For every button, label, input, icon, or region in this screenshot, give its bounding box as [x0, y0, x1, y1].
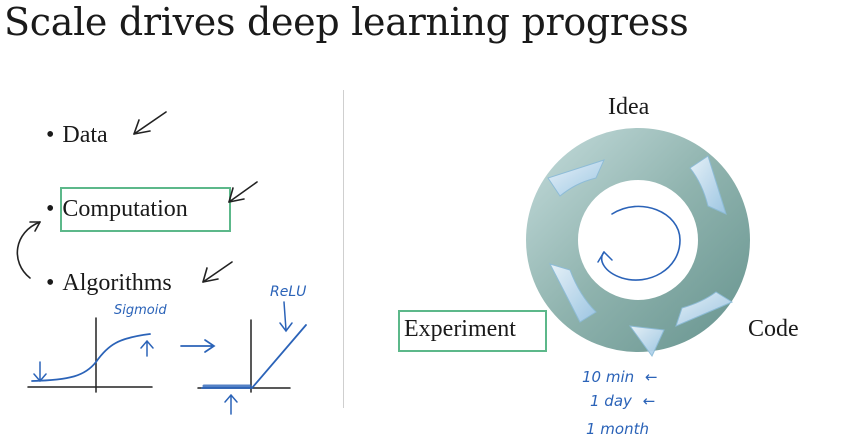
iteration-arrow: ←	[644, 368, 658, 386]
arrow-to-algorithms	[202, 261, 233, 283]
cycle-node-code: Code	[748, 316, 799, 342]
bullet-label: Data	[62, 122, 108, 148]
iteration-note-1: 10 min ←	[582, 368, 658, 386]
cycle-node-experiment: Experiment	[404, 316, 516, 342]
relu-plot	[197, 301, 307, 415]
bullet-dot: •	[46, 196, 55, 222]
iteration-time: 1 month	[586, 420, 649, 438]
bullet-label: Computation	[62, 196, 188, 222]
bullet-dot: •	[46, 122, 55, 148]
bullet-pointer-arrows	[16, 111, 258, 283]
sigmoid-annotation: Sigmoid	[114, 303, 167, 318]
cycle-node-idea: Idea	[608, 94, 650, 120]
relu-annotation: ReLU	[270, 284, 307, 300]
bullet-label: Algorithms	[62, 270, 172, 296]
bullet-algorithms: • Algorithms	[46, 270, 172, 297]
bullet-data: • Data	[46, 122, 108, 149]
vertical-divider	[343, 90, 344, 408]
experiment-highlight-box	[398, 310, 547, 352]
bullet-computation: • Computation	[46, 196, 188, 223]
bullet-dot: •	[46, 270, 55, 296]
sigmoid-plot	[27, 317, 154, 393]
transition-arrow	[180, 339, 216, 353]
iteration-arrow: ←	[642, 392, 656, 410]
arrow-to-data	[133, 111, 167, 135]
iteration-note-2: 1 day ←	[590, 392, 655, 410]
iteration-time: 10 min	[582, 368, 635, 386]
cycle-ring	[526, 128, 750, 357]
slide-title: Scale drives deep learning progress	[4, 0, 689, 44]
arrow-to-computation	[228, 181, 258, 203]
computation-highlight-box	[60, 187, 231, 232]
iteration-note-3: 1 month	[586, 420, 649, 438]
loop-arrow	[16, 221, 41, 279]
iteration-time: 1 day	[590, 392, 632, 410]
